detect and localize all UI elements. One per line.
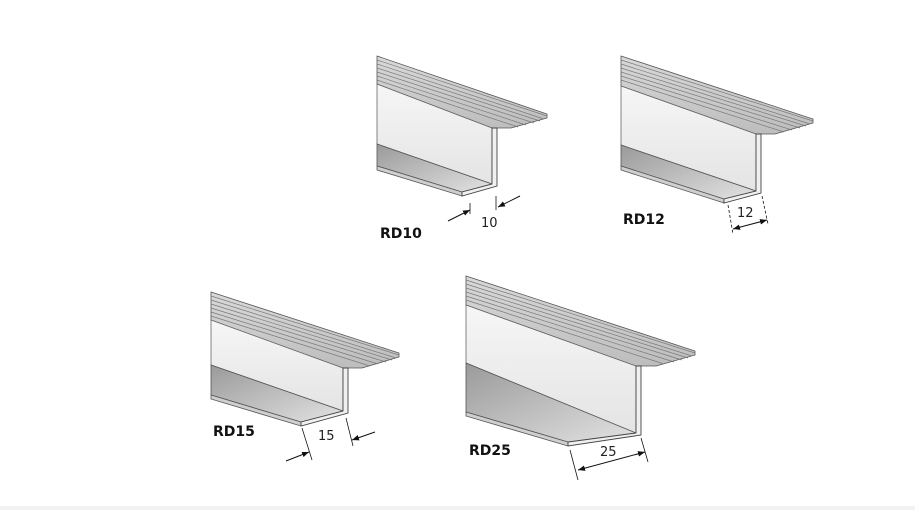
profile-rd10-ribs — [376, 59, 548, 128]
profile-rd10-label: RD10 — [380, 226, 422, 242]
profile-rd12-dim-line — [732, 219, 768, 230]
profile-rd12-ribs — [620, 59, 814, 133]
profile-rd15-dim-arrow-left — [285, 451, 310, 462]
profile-rd15: 15 RD15 — [210, 291, 400, 462]
profile-rd10-dimension: 10 — [481, 216, 498, 231]
profile-rd15-label: RD15 — [213, 424, 255, 440]
profile-rd10-dim-arrow-left — [447, 209, 471, 222]
profile-rd12-dimension: 12 — [737, 206, 754, 221]
profile-rd25-web — [567, 365, 642, 447]
profile-rd12-label: RD12 — [623, 212, 665, 228]
profile-rd10-dim-arrow-right — [497, 195, 521, 208]
profile-rd10: 10 RD10 — [376, 55, 548, 242]
profile-rd25: 25 RD25 — [465, 275, 696, 481]
profile-rd15-ribs — [210, 295, 400, 367]
profile-rd25-label: RD25 — [469, 443, 511, 459]
profile-rd25-dimension: 25 — [600, 445, 617, 460]
profile-rd12: 12 RD12 — [620, 55, 814, 235]
profile-rd15-dimension: 15 — [318, 429, 335, 444]
profile-rd15-web — [300, 367, 349, 427]
profile-rd12-web — [723, 133, 762, 204]
profile-rd10-web — [461, 127, 498, 197]
profile-rd25-dim-line — [577, 451, 646, 471]
profile-rd15-dim-arrow-right — [351, 431, 376, 441]
footer-strip — [0, 506, 915, 510]
profile-rd25-ribs — [465, 279, 696, 365]
